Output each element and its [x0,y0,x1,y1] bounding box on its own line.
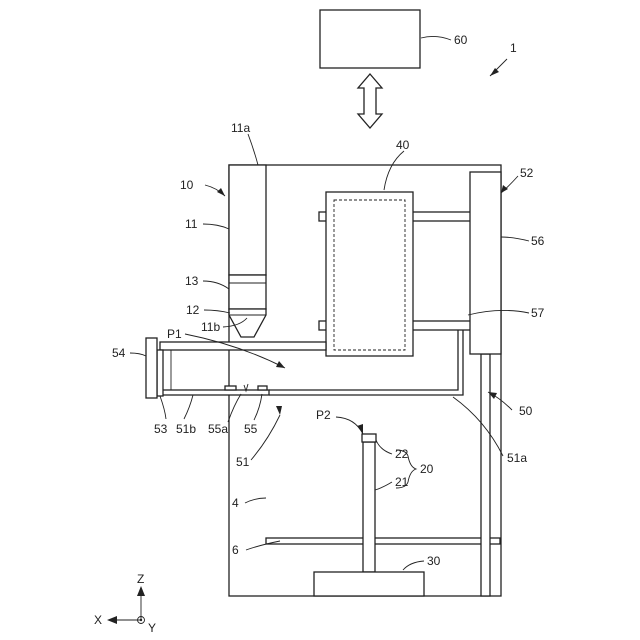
label-55: 55 [244,422,258,436]
axis-label-x: X [94,613,102,627]
axis-label-y: Y [148,621,156,635]
label-11: 11 [185,217,198,231]
label-50: 50 [519,404,533,418]
column-body [229,165,266,275]
label-30: 30 [427,554,441,568]
side-arm [160,342,326,350]
label-20: 20 [420,462,434,476]
label-54: 54 [112,346,126,360]
drive-unit [470,172,501,354]
label-12: 12 [186,303,200,317]
arrowhead-51 [276,406,282,415]
label-51b: 51b [176,422,196,436]
base-block [314,572,424,596]
label-51: 51 [236,455,250,469]
label-57: 57 [531,306,545,320]
arrowhead-1 [490,68,499,76]
stand-top [362,434,376,442]
label-11b: 11b [201,320,220,334]
label-22: 22 [395,447,409,461]
controller-box [320,10,420,68]
bracket [157,350,163,396]
arrowhead-p2 [357,424,363,434]
label-60: 60 [454,33,468,47]
arrowhead-52 [501,185,508,193]
label-56: 56 [531,234,545,248]
label-11a: 11a [231,121,250,135]
column-lens-section [229,275,266,309]
label-6: 6 [232,543,239,557]
probe-55 [258,386,267,390]
coordinate-axes [107,586,145,624]
side-plate [146,338,157,398]
axis-label-z: Z [137,572,144,586]
label-51a: 51a [507,451,527,465]
carriage [160,390,269,395]
label-21: 21 [395,475,409,489]
stand-pillar [363,442,375,572]
label-p1: P1 [167,327,182,341]
holder-frame [326,192,413,356]
bidirectional-arrow [358,74,382,128]
column-tip [229,309,266,337]
label-p2: P2 [316,408,331,422]
stage-bar [266,538,500,544]
label-52: 52 [520,166,534,180]
probe-55a [225,386,236,390]
arrowhead-10 [217,188,225,196]
label-10: 10 [180,178,194,192]
label-4: 4 [232,496,239,510]
label-13: 13 [185,274,199,288]
label-53: 53 [154,422,168,436]
rail-column [481,354,490,596]
arrowhead-p1 [276,361,285,368]
label-55a: 55a [208,422,228,436]
label-40: 40 [396,138,410,152]
label-1: 1 [510,41,517,55]
